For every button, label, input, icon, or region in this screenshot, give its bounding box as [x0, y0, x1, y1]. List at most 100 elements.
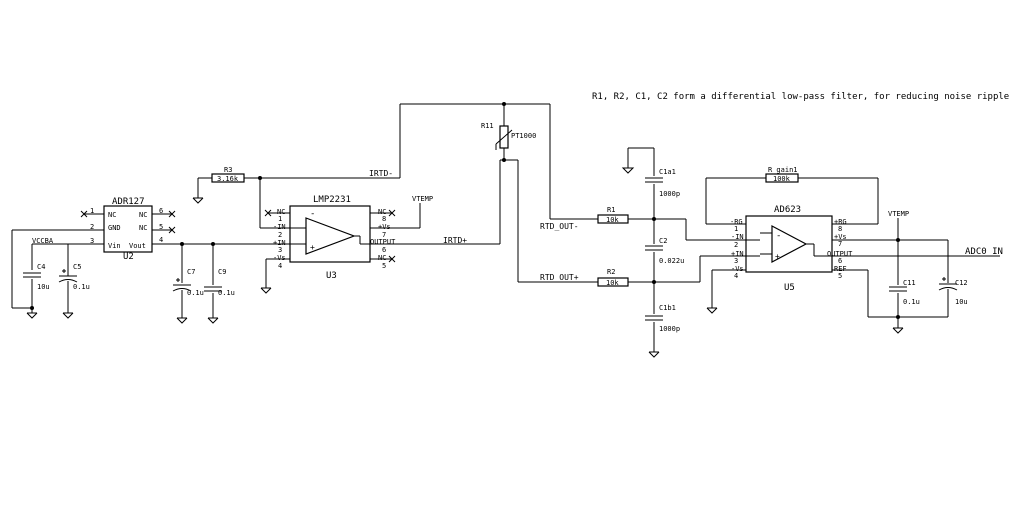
svg-text:+Vs: +Vs — [834, 233, 847, 241]
svg-text:0.1u: 0.1u — [73, 283, 90, 291]
svg-text:-IN: -IN — [273, 223, 286, 231]
svg-text:2: 2 — [734, 241, 738, 249]
svg-text:3.16k: 3.16k — [217, 175, 239, 183]
u3-plus-sign: + — [310, 243, 315, 252]
svg-text:C12: C12 — [955, 279, 968, 287]
differential-filter: RTD_OUT- RTD_OUT+ R1 10k R2 10k C1a1 100… — [540, 147, 686, 358]
svg-text:7: 7 — [382, 231, 386, 239]
u5-inamp: - + AD623 U5 -RG -IN +IN -Vs 1 2 3 4 +RG… — [654, 166, 1003, 318]
svg-text:+IN: +IN — [273, 239, 286, 247]
svg-text:+Vs: +Vs — [378, 223, 391, 231]
svg-text:3: 3 — [90, 237, 94, 245]
svg-text:C4: C4 — [37, 263, 45, 271]
svg-text:2: 2 — [278, 231, 282, 239]
svg-text:-RG: -RG — [730, 218, 743, 226]
svg-text:R_gain1: R_gain1 — [768, 166, 798, 174]
svg-text:100k: 100k — [773, 175, 791, 183]
svg-text:+IN: +IN — [731, 250, 744, 258]
svg-text:4: 4 — [159, 236, 163, 244]
u3-opamp: - + LMP2231 U3 NC -IN +IN -Vs 1 2 3 4 NC… — [260, 195, 500, 294]
svg-text:8: 8 — [838, 225, 842, 233]
svg-text:1: 1 — [734, 225, 738, 233]
u2-reference: ADR127 U2 NC GND Vin NC NC Vout 1 2 3 4 … — [80, 197, 176, 262]
net-adc0-in: ADC0_IN — [965, 247, 1003, 257]
svg-text:5: 5 — [838, 272, 842, 280]
output-decoupling: C11 0.1u C12 10u — [888, 240, 968, 334]
svg-text:C1b1: C1b1 — [659, 304, 676, 312]
svg-text:NC: NC — [139, 211, 147, 219]
svg-text:C2: C2 — [659, 237, 667, 245]
svg-text:NC: NC — [139, 224, 147, 232]
svg-text:C5: C5 — [73, 263, 81, 271]
u3-ref: U3 — [326, 271, 337, 281]
svg-text:NC: NC — [108, 211, 116, 219]
filter-note: R1, R2, C1, C2 form a differential low-p… — [592, 92, 1009, 102]
svg-text:5: 5 — [382, 262, 386, 270]
svg-text:-IN: -IN — [731, 233, 744, 241]
svg-text:6: 6 — [159, 207, 163, 215]
svg-text:C7: C7 — [187, 268, 195, 276]
svg-text:1: 1 — [90, 207, 94, 215]
svg-text:10u: 10u — [955, 298, 968, 306]
u3-minus-sign: - — [310, 209, 315, 219]
u5-part: AD623 — [774, 205, 801, 215]
svg-text:C9: C9 — [218, 268, 226, 276]
svg-text:0.022u: 0.022u — [659, 257, 684, 265]
svg-text:C11: C11 — [903, 279, 916, 287]
vref-decoupling: C7 0.1u C9 0.1u — [152, 242, 280, 324]
svg-text:+RG: +RG — [834, 218, 847, 226]
svg-text:6: 6 — [382, 246, 386, 254]
net-irtd-minus: IRTD- — [369, 169, 393, 178]
svg-text:1000p: 1000p — [659, 325, 680, 333]
svg-text:1: 1 — [278, 215, 282, 223]
r3-network: R3 3.16k IRTD- — [192, 102, 550, 229]
svg-text:R11: R11 — [481, 122, 494, 130]
u2-part: ADR127 — [112, 197, 145, 207]
net-irtd-plus: IRTD+ — [443, 236, 467, 245]
svg-text:0.1u: 0.1u — [903, 298, 920, 306]
svg-text:1000p: 1000p — [659, 190, 680, 198]
svg-text:NC: NC — [277, 208, 285, 216]
net-rtd-out-minus: RTD_OUT- — [540, 222, 579, 231]
r11-rtd: R11 PT1000 — [481, 104, 598, 283]
svg-text:PT1000: PT1000 — [511, 132, 536, 140]
svg-text:10k: 10k — [606, 279, 619, 287]
net-rtd-out-plus: RTD_OUT+ — [540, 273, 579, 282]
svg-text:-Vs: -Vs — [273, 254, 286, 262]
svg-text:R2: R2 — [607, 268, 615, 276]
svg-text:0.1u: 0.1u — [187, 289, 204, 297]
svg-text:4: 4 — [278, 262, 282, 270]
svg-text:3: 3 — [734, 257, 738, 265]
svg-text:R1: R1 — [607, 206, 615, 214]
svg-text:4: 4 — [734, 272, 738, 280]
svg-text:VTEMP: VTEMP — [412, 195, 433, 203]
svg-text:R3: R3 — [224, 166, 232, 174]
svg-text:REF: REF — [834, 265, 847, 273]
svg-text:5: 5 — [159, 223, 163, 231]
svg-text:3: 3 — [278, 246, 282, 254]
svg-text:OUTPUT: OUTPUT — [370, 238, 396, 246]
power-input-network: VCCBA C4 10u C5 0.1u — [11, 229, 104, 319]
svg-text:OUTPUT: OUTPUT — [827, 250, 853, 258]
svg-text:0.1u: 0.1u — [218, 289, 235, 297]
svg-text:-Vs: -Vs — [731, 265, 744, 273]
svg-text:Vout: Vout — [129, 242, 146, 250]
svg-text:VTEMP: VTEMP — [888, 210, 909, 218]
svg-text:2: 2 — [90, 223, 94, 231]
u2-ref: U2 — [123, 252, 134, 262]
u5-ref: U5 — [784, 283, 795, 293]
svg-text:10k: 10k — [606, 216, 619, 224]
u5-plus-sign: + — [775, 252, 780, 261]
svg-text:8: 8 — [382, 215, 386, 223]
svg-text:Vin: Vin — [108, 242, 121, 250]
svg-text:GND: GND — [108, 224, 121, 232]
svg-text:C1a1: C1a1 — [659, 168, 676, 176]
svg-text:10u: 10u — [37, 283, 50, 291]
u5-minus-sign: - — [776, 231, 781, 241]
u3-part: LMP2231 — [313, 195, 351, 205]
svg-text:NC: NC — [378, 208, 386, 216]
svg-text:NC: NC — [378, 254, 386, 262]
vccba-label: VCCBA — [32, 237, 54, 245]
svg-text:7: 7 — [838, 240, 842, 248]
